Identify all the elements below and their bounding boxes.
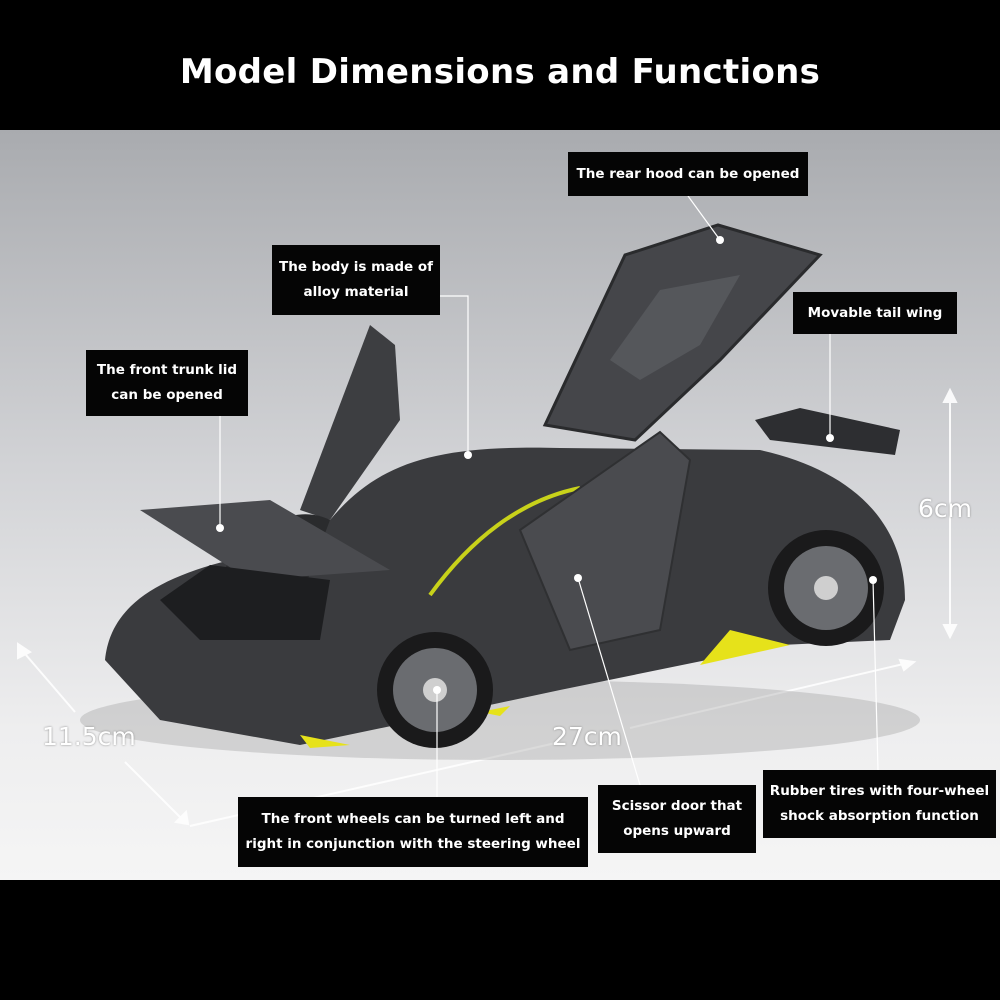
label-text: shock absorption function bbox=[780, 808, 979, 824]
label-text: Scissor door that bbox=[611, 798, 743, 814]
label-rubber-tires: Rubber tires with four-wheel shock absorp… bbox=[763, 770, 996, 838]
label-scissor-door: Scissor door that opens upward bbox=[598, 785, 756, 853]
leader-dots bbox=[216, 236, 877, 694]
label-text: Rubber tires with four-wheel bbox=[769, 783, 990, 799]
page-title: Model Dimensions and Functions bbox=[179, 52, 821, 92]
label-text: opens upward bbox=[623, 823, 731, 839]
rear-wheel bbox=[768, 530, 884, 646]
label-front-wheels: The front wheels can be turned left and r… bbox=[238, 797, 588, 867]
leader-lines bbox=[219, 195, 879, 797]
car bbox=[80, 223, 920, 760]
label-text: Movable tail wing bbox=[807, 304, 943, 321]
label-text: can be opened bbox=[111, 387, 223, 403]
label-text: The front trunk lid bbox=[96, 362, 238, 378]
label-body-material: The body is made of alloy material bbox=[272, 245, 440, 315]
label-text: The body is made of bbox=[279, 259, 433, 275]
height-dimension: 6cm bbox=[918, 494, 973, 523]
label-text: The rear hood can be opened bbox=[576, 165, 800, 182]
label-front-trunk: The front trunk lid can be opened bbox=[86, 350, 248, 416]
label-tail-wing: Movable tail wing bbox=[793, 292, 957, 334]
label-rear-hood: The rear hood can be opened bbox=[568, 152, 808, 196]
length-dimension: 27cm bbox=[552, 722, 622, 751]
label-text: alloy material bbox=[303, 284, 409, 300]
label-text: The front wheels can be turned left and bbox=[261, 811, 565, 827]
label-text: right in conjunction with the steering w… bbox=[245, 836, 581, 852]
width-dimension: 11.5cm bbox=[42, 722, 136, 751]
